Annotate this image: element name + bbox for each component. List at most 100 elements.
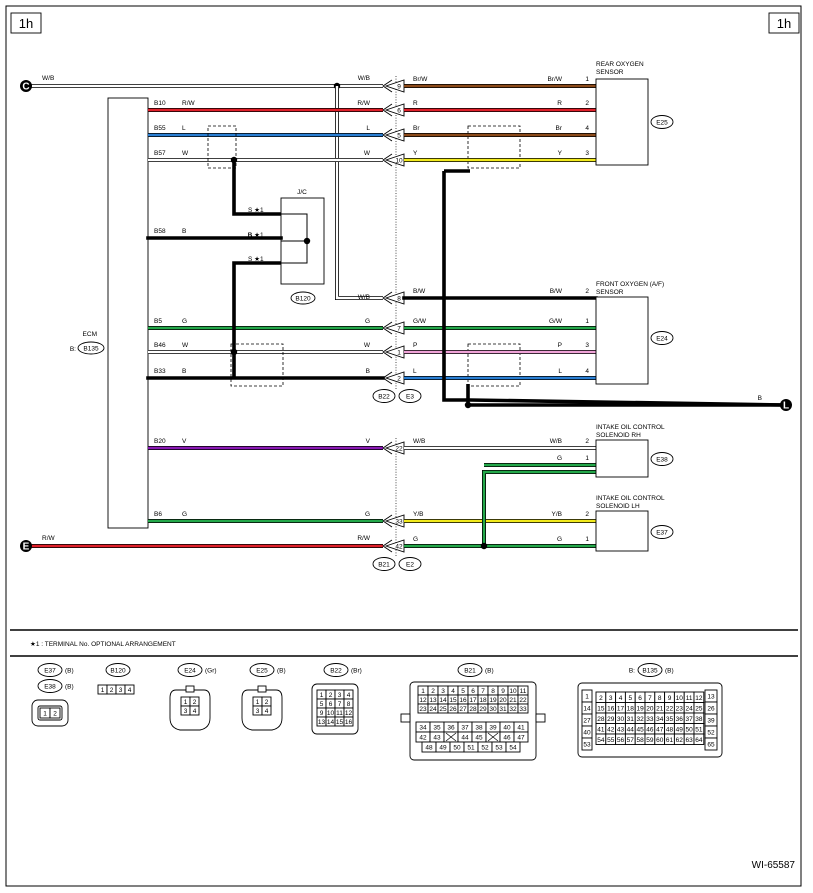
connector-pin-number: 42: [395, 544, 403, 551]
conview-tag-e38: E38(B): [37, 679, 74, 693]
pin-number: 7: [648, 695, 652, 702]
ecm-wire-right-b5: G: [365, 318, 370, 325]
connector-pin-22: 22: [382, 441, 405, 455]
ecm-pin-b57: B57: [154, 150, 166, 157]
connector-chevron: [382, 153, 393, 167]
pin-number: 31: [499, 706, 507, 713]
pin-number: 6: [329, 701, 333, 708]
pin-number: 16: [459, 697, 467, 704]
pin-number: 4: [193, 708, 197, 715]
conview-tag-e37: E37(B): [37, 663, 74, 677]
pin-number: 39: [707, 718, 715, 725]
pin-number: 4: [451, 688, 455, 695]
ecm-wire-color-b57: W: [182, 150, 189, 157]
pin-number: 43: [617, 726, 625, 733]
component-tag-text-e25: E25: [656, 120, 668, 127]
ecm-pin-b46: B46: [154, 342, 166, 349]
pin-number: 49: [676, 726, 684, 733]
pin-number: 31: [627, 716, 635, 723]
ecm-wire-right-b10: R/W: [357, 100, 371, 107]
splice-ground: [464, 401, 472, 409]
comp-pin-e24-4: 4: [585, 368, 589, 375]
pin-number: 3: [119, 687, 123, 694]
wire-outline: [482, 470, 596, 546]
pin-number: 37: [685, 716, 693, 723]
offpage-l-text: L: [783, 401, 789, 412]
ecm-wire-right-b55: L: [366, 125, 370, 132]
pin-number: 1: [256, 699, 260, 706]
conview-tag-b22: B22(Br): [323, 663, 362, 677]
ecm-connector-tag: B135: [83, 346, 99, 353]
connector-pin-1: 1: [382, 345, 405, 359]
conview-tag-b22-color: (Br): [351, 668, 362, 675]
jc-pin-3: S ★1: [248, 255, 264, 263]
comp-wire-color-e25-3: Y: [558, 150, 563, 157]
solenoid-lh-box: [595, 510, 649, 552]
pin-number: 30: [617, 716, 625, 723]
pin-number: 2: [110, 687, 114, 694]
pin-number: 3: [256, 708, 260, 715]
pin-number: 15: [336, 719, 344, 726]
pin-number: 52: [707, 730, 715, 737]
connector-pin-number: 7: [397, 326, 401, 333]
pin-number: 53: [583, 742, 591, 749]
pin-number: 5: [461, 688, 465, 695]
pin-cell: [513, 731, 529, 743]
pin-number: 36: [676, 716, 684, 723]
solenoid-rh-box: [595, 439, 649, 478]
conview-tag-e37-color: (B): [65, 668, 74, 675]
pin-number: 26: [449, 706, 457, 713]
pin-number: 15: [597, 705, 605, 712]
pin-number: 4: [265, 708, 269, 715]
connector-pin-8: 8: [382, 291, 405, 305]
pin-number: 22: [666, 705, 674, 712]
connector-pin-number: 33: [395, 519, 403, 526]
connector-pin-number: 22: [395, 446, 403, 453]
component-name2-e37: SOLENOID LH: [596, 503, 640, 510]
shield-box-front: [467, 343, 521, 387]
jc-branch-3: [232, 261, 281, 378]
pin-number: 29: [479, 706, 487, 713]
comp-wire-color-e37-1: G: [557, 536, 562, 543]
pin-number: 13: [707, 694, 715, 701]
component-tag-text-e37: E37: [656, 530, 668, 537]
pin-cell: [505, 741, 521, 753]
ecm-pin-b6: B6: [154, 511, 162, 518]
pin-cell: [517, 703, 529, 714]
pin-number: 47: [517, 735, 525, 742]
comp-pin-e24-1: 1: [585, 318, 589, 325]
connector-out-color-7: L: [413, 368, 417, 375]
conview-tag-e38-color: (B): [65, 684, 74, 691]
wire-label-c: W/B: [42, 75, 54, 82]
pin-number: 35: [666, 716, 674, 723]
page-code-right-text: 1h: [777, 16, 791, 31]
ecm-wire-color-b10: R/W: [182, 100, 196, 107]
pin-number: 6: [471, 688, 475, 695]
pin-number: 32: [509, 706, 517, 713]
pin-number: 54: [509, 745, 517, 752]
pin-number: 13: [429, 697, 437, 704]
comp-wire-color-e25-1: Br/W: [548, 76, 563, 83]
connector-tag-b22-text: B22: [378, 394, 390, 401]
front-oxygen-sensor-box: [595, 296, 649, 385]
connector-tag-b22: [372, 389, 396, 403]
conview-tag-e38-oval: [37, 679, 63, 693]
connector-chevron: [382, 539, 393, 553]
component-tag-e24: [650, 331, 674, 345]
splice-solenoid-g: [480, 542, 488, 550]
footnote-text: ★1 : TERMINAL No. OPTIONAL ARRANGEMENT: [30, 640, 176, 648]
offpage-e: [20, 540, 32, 552]
pin-number: 8: [491, 688, 495, 695]
component-name-e38: INTAKE OIL CONTROL: [596, 424, 665, 431]
pin-number: 36: [447, 725, 455, 732]
conview-b21-ear-left: [400, 713, 411, 723]
splice-b46: [230, 348, 238, 356]
pin-number: 28: [469, 706, 477, 713]
comp-wire-color-e38-1: G: [557, 455, 562, 462]
page-frame: [5, 5, 802, 887]
conview-tag-b120-label: B120: [110, 668, 126, 675]
connector-tag-e3: [398, 389, 422, 403]
pin-number: 38: [695, 716, 703, 723]
wire-label-wb-mid: W/B: [358, 294, 370, 301]
